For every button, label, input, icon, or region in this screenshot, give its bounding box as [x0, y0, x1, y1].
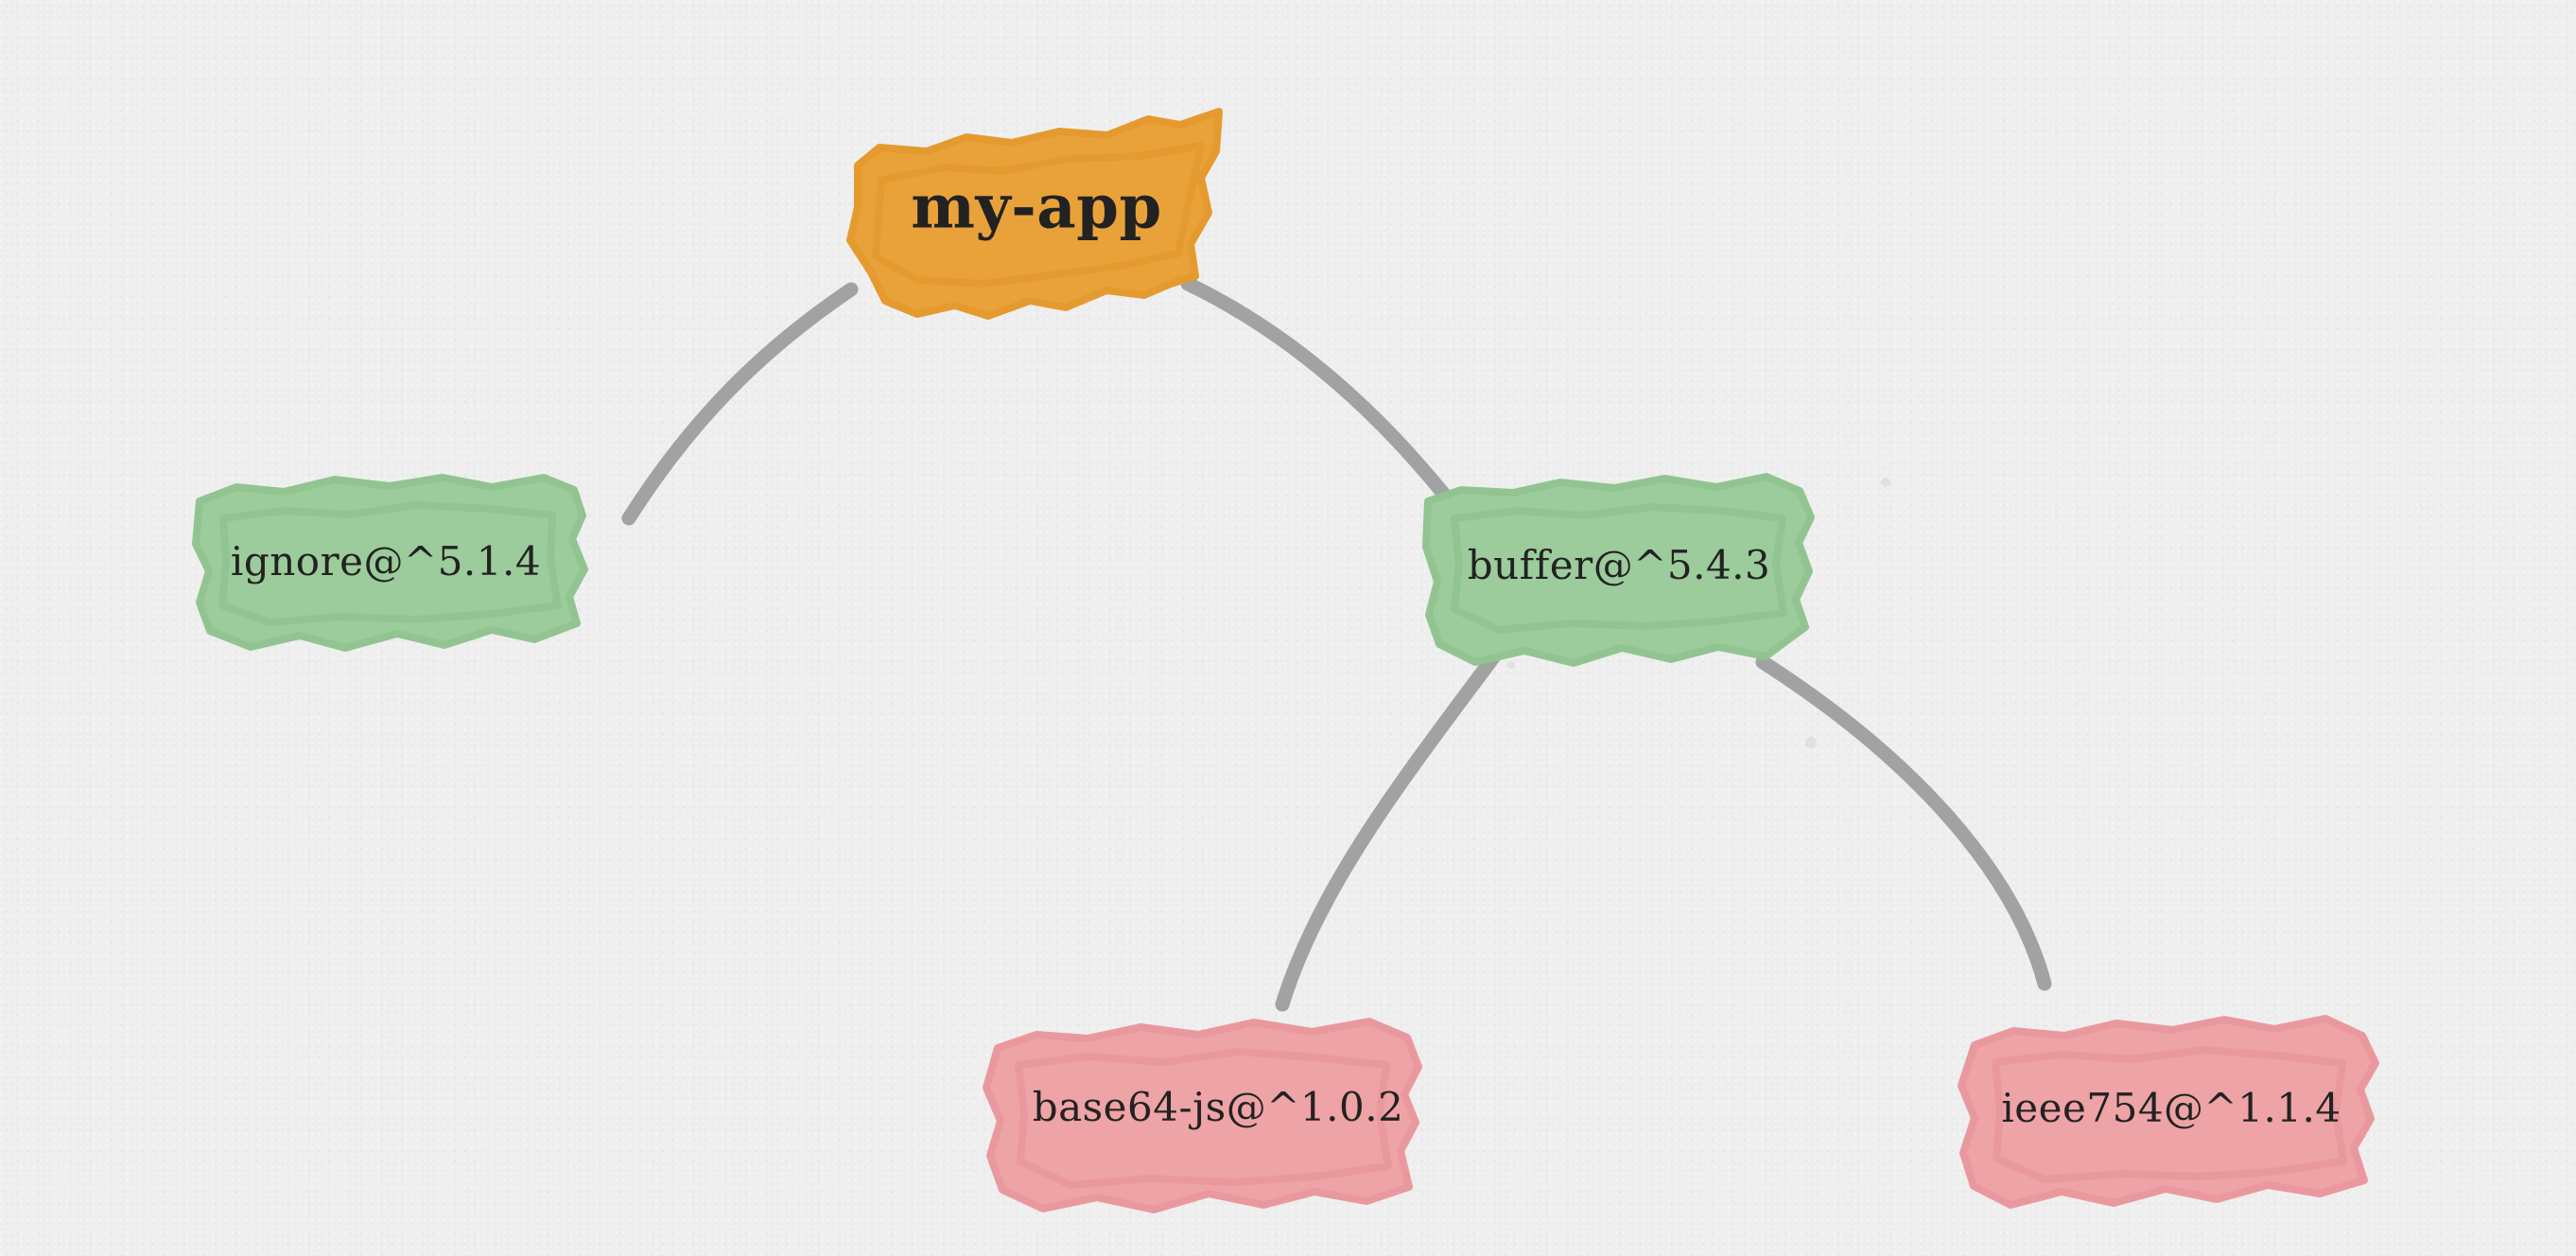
buffer-node-label: buffer@^5.4.3 [1468, 542, 1771, 588]
edge-my-app-to-buffer [1180, 276, 1453, 503]
paper-speck [1507, 661, 1515, 669]
root-node-label: my-app [911, 172, 1161, 243]
connectors [621, 276, 2052, 1012]
buffer-node-highlight-stroke-2 [1451, 503, 1787, 634]
ignore-node-label: ignore@^5.1.4 [231, 538, 541, 584]
edge-buffer-to-ieee754 [1755, 654, 2052, 991]
paper-speck [1881, 478, 1890, 487]
edge-my-app-to-ignore [621, 282, 859, 526]
node-ignore: ignore@^5.1.4 [192, 474, 588, 652]
root-node-highlight-stroke-2 [872, 142, 1205, 288]
node-base64-js: base64-js@^1.0.2 [983, 1018, 1422, 1213]
ignore-node-highlight-stroke-2 [218, 501, 562, 626]
ieee754-node-highlight-stroke-2 [1992, 1046, 2347, 1183]
node-buffer: buffer@^5.4.3 [1422, 473, 1815, 667]
node-ieee754: ieee754@^1.1.4 [1958, 1015, 2379, 1209]
paper-texture [1507, 478, 1890, 748]
base64-js-node-label: base64-js@^1.0.2 [1033, 1084, 1404, 1130]
ieee754-node-label: ieee754@^1.1.4 [2001, 1085, 2341, 1131]
paper-speck [1805, 737, 1817, 748]
base64-js-node-highlight-stroke-2 [1015, 1048, 1392, 1189]
edge-buffer-to-base64-js [1275, 645, 1505, 1012]
node-my-app: my-app [846, 108, 1223, 320]
